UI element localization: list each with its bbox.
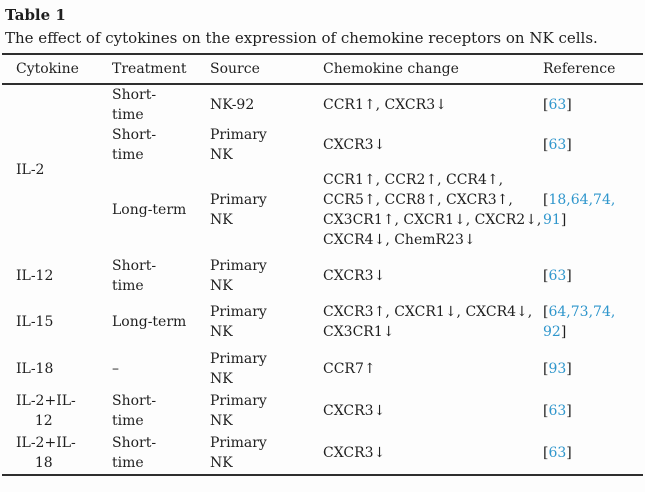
table-row: IL-2 Short- time NK-92 CCR1↑, CXCR3↓ [63] [2,84,643,178]
reference-close-bracket: ] [560,212,567,228]
cytokine-cell: IL-15 [16,314,54,330]
table-row: Long-term Primary NK CCR1↑, CCR2↑, CCR4↑, … [2,165,643,255]
table-title: Table 1 [5,6,66,24]
cytokine-line: 12 [34,413,53,429]
reference-link[interactable]: 93 [548,361,567,377]
reference-separator: , [610,304,616,320]
chemokine-change-cell: CXCR3↑, CXCR1↓, CXCR4↓, CX3CR1↓ [323,304,533,340]
source-cell: Primary NK [210,258,267,294]
table-row: IL-12 Short- time Primary NK CXCR3↓ [63] [2,255,643,297]
source-cell: Primary NK [210,192,267,228]
column-header-chemokine-change: Chemokine change [323,61,459,77]
treatment-cell: Short- time [112,258,157,294]
cytokine-line: 18 [34,454,53,471]
reference-open-bracket: [ [543,268,549,284]
source-cell: Primary NK [210,393,267,429]
reference-open-bracket: [ [543,137,549,153]
source-cell: Primary NK [210,351,267,387]
reference-cell: [93] [543,347,643,391]
table-row: Short- time Primary NK CXCR3↓ [63] [2,125,643,165]
reference-cell: [64,73,74,92] [543,297,643,347]
table-row: IL-2+IL- 18 Short- time Primary NK CXCR3↓ [63… [2,431,643,475]
chemokine-change-cell: CXCR3↓ [323,444,386,461]
reference-cell: [63] [543,431,643,475]
reference-close-bracket: ] [560,324,567,340]
column-header-source: Source [210,61,260,77]
reference-separator: , [588,304,594,320]
reference-link[interactable]: 63 [548,137,567,153]
source-cell: Primary NK [210,127,267,163]
source-cell: NK-92 [210,97,255,113]
source-cell: Primary NK [210,304,267,340]
chemokine-change-cell: CXCR3↓ [323,403,386,419]
reference-close-bracket: ] [566,444,572,461]
reference-link[interactable]: 74 [593,192,611,208]
chemokine-change-cell: CCR1↑, CXCR3↓ [323,97,447,113]
reference-open-bracket: [ [543,192,549,208]
cytokine-line: IL-2+IL- [16,393,76,409]
cytokine-cell: IL-2+IL- 12 [2,391,112,431]
cytokine-cell: IL-18 [16,361,54,377]
reference-separator: , [566,304,571,320]
header-row: Cytokine Treatment Source Chemokine chan… [2,54,643,84]
table-caption: The effect of cytokines on the expressio… [5,29,598,47]
treatment-cell: Short- time [112,87,157,123]
reference-cell: [63] [543,391,643,431]
treatment-cell: Short- time [112,434,157,471]
reference-link[interactable]: 74 [593,304,611,320]
reference-link[interactable]: 92 [543,324,561,340]
reference-open-bracket: [ [543,403,549,419]
reference-open-bracket: [ [543,444,549,461]
reference-close-bracket: ] [566,268,572,284]
reference-link[interactable]: 63 [548,403,567,419]
reference-cell: [63] [543,84,643,125]
chemokine-change-cell: CXCR3↓ [323,137,386,153]
reference-cell: [63] [543,125,643,165]
chemokine-change-cell: CCR1↑, CCR2↑, CCR4↑, CCR5↑, CCR8↑, CXCR3… [323,172,542,248]
reference-link[interactable]: 64 [548,304,567,320]
treatment-cell: – [112,361,119,377]
column-header-reference: Reference [543,61,616,77]
treatment-cell: Long-term [112,202,187,218]
reference-open-bracket: [ [543,304,549,320]
reference-link[interactable]: 91 [543,212,561,228]
table-header-block: Table 1 The effect of cytokines on the e… [0,0,645,50]
reference-separator: , [610,192,616,208]
reference-link[interactable]: 73 [570,304,589,320]
reference-open-bracket: [ [543,97,549,113]
cytokine-cell: IL-12 [16,268,54,284]
treatment-cell: Short- time [112,393,157,429]
reference-cell: [63] [543,255,643,297]
reference-separator: , [566,192,571,208]
treatment-cell: Short- time [112,127,157,163]
cytokine-table: Cytokine Treatment Source Chemokine chan… [2,53,643,476]
reference-link[interactable]: 63 [548,268,567,284]
reference-close-bracket: ] [566,403,572,419]
reference-link[interactable]: 63 [548,97,567,113]
table-row: IL-15 Long-term Primary NK CXCR3↑, CXCR1↓, … [2,297,643,347]
source-cell: Primary NK [210,434,267,471]
column-header-cytokine: Cytokine [16,61,79,77]
reference-separator: , [588,192,594,208]
cytokine-cell: IL-2 [16,162,45,178]
reference-link[interactable]: 64 [570,192,589,208]
column-header-treatment: Treatment [112,61,187,77]
reference-cell: [18,64,74,91] [543,165,643,255]
reference-link[interactable]: 18 [548,192,567,208]
treatment-cell: Long-term [112,314,187,330]
chemokine-change-cell: CXCR3↓ [323,268,386,284]
reference-close-bracket: ] [566,137,572,153]
reference-close-bracket: ] [566,361,572,377]
reference-open-bracket: [ [543,361,549,377]
table-row: IL-18 – Primary NK CCR7↑ [93] [2,347,643,391]
table-row: IL-2+IL- 12 Short- time Primary NK CXCR3↓ [63… [2,391,643,431]
chemokine-change-cell: CCR7↑ [323,361,376,377]
reference-close-bracket: ] [566,97,572,113]
reference-link[interactable]: 63 [548,444,567,461]
cytokine-cell: IL-2+IL- 18 [2,431,112,475]
cytokine-line: IL-2+IL- [16,434,76,451]
